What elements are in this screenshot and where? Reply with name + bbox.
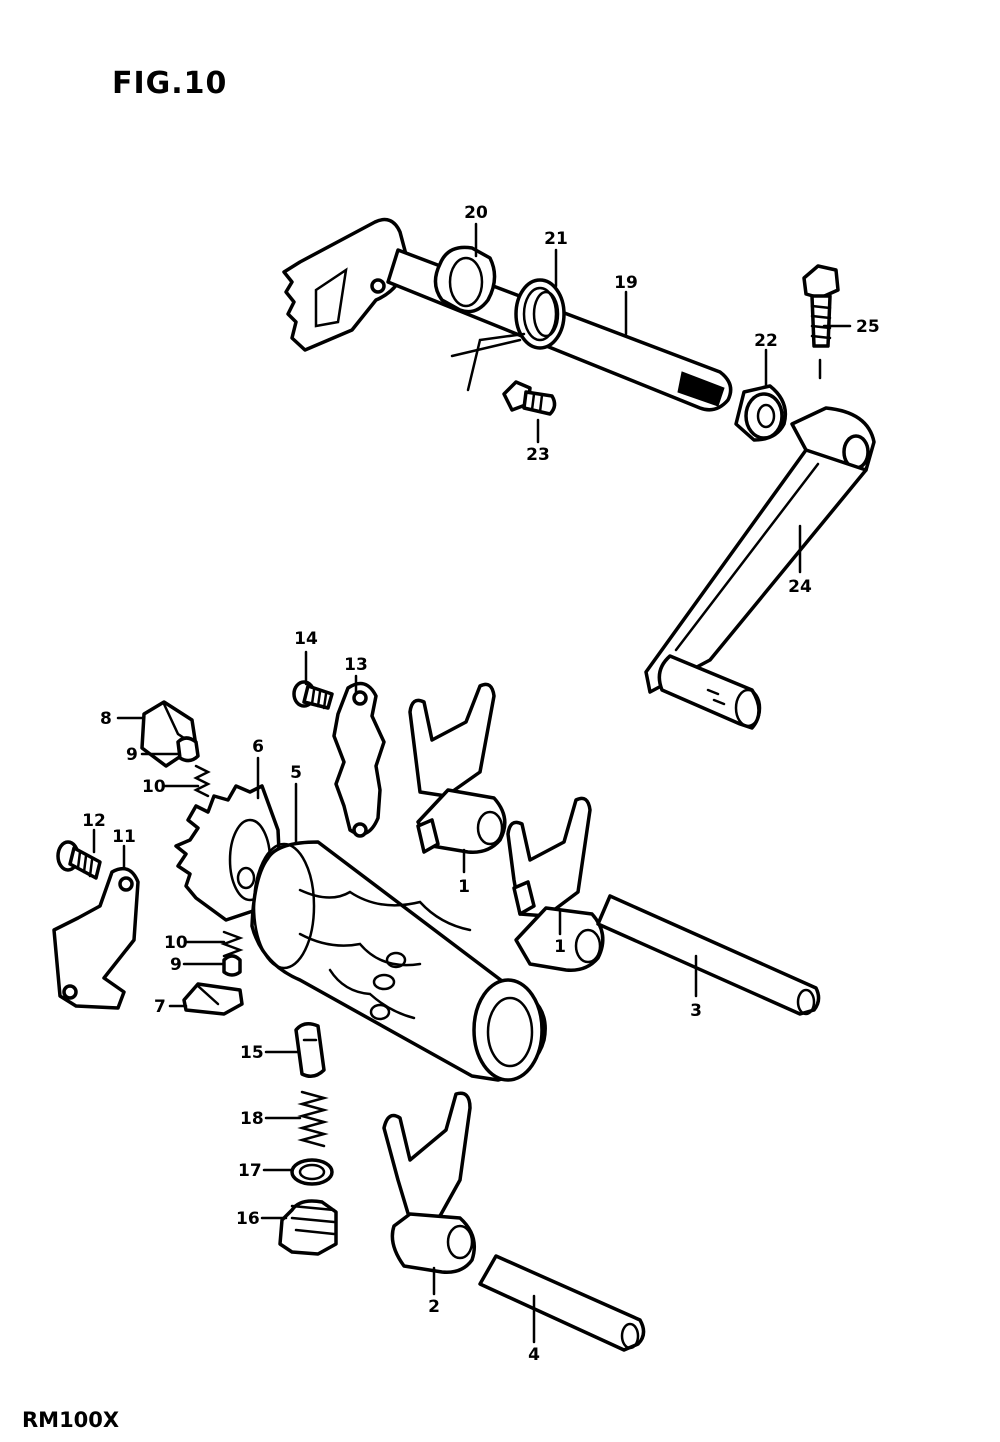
callout-9-lower: 9 bbox=[170, 955, 182, 975]
pawl-lifter-plate bbox=[52, 866, 140, 1010]
model-code: RM100X bbox=[22, 1408, 120, 1432]
stopper-spring bbox=[297, 1090, 329, 1148]
figure-title: FIG.10 bbox=[112, 66, 228, 101]
gearshift-lever-bolt bbox=[802, 264, 840, 348]
callout-16: 16 bbox=[236, 1209, 260, 1229]
callout-10-lower: 10 bbox=[164, 933, 188, 953]
washer-hole bbox=[298, 1163, 326, 1181]
callout-13: 13 bbox=[344, 655, 368, 675]
callout-17: 17 bbox=[238, 1161, 262, 1181]
callout-22: 22 bbox=[754, 331, 778, 351]
callout-3: 3 bbox=[690, 1001, 702, 1021]
callout-21: 21 bbox=[544, 229, 568, 249]
callout-labels: 20 21 19 22 25 23 24 14 13 8 9 10 6 5 12… bbox=[82, 203, 880, 1365]
callout-19: 19 bbox=[614, 273, 638, 293]
return-spring-coil-1 bbox=[522, 286, 558, 342]
callout-11: 11 bbox=[112, 827, 136, 847]
callout-7: 7 bbox=[154, 997, 166, 1017]
gearshift-cam bbox=[250, 840, 547, 1082]
callout-10-upper: 10 bbox=[142, 777, 166, 797]
callout-4: 4 bbox=[528, 1345, 540, 1365]
shaft-spline bbox=[677, 371, 725, 407]
callout-8: 8 bbox=[100, 709, 112, 729]
fork-shaft-short bbox=[478, 1254, 646, 1352]
callout-14: 14 bbox=[294, 629, 318, 649]
stopper-pin bbox=[294, 1022, 326, 1078]
callout-24: 24 bbox=[788, 577, 812, 597]
cam-stopper-plate bbox=[332, 681, 386, 838]
callout-9-upper: 9 bbox=[126, 745, 138, 765]
callout-2: 2 bbox=[428, 1297, 440, 1317]
oil-seal bbox=[734, 384, 788, 442]
upper-pawl-group bbox=[140, 700, 211, 798]
callout-23: 23 bbox=[526, 445, 550, 465]
shift-shaft-arm-plate bbox=[282, 217, 410, 352]
fork-shaft-long bbox=[596, 894, 821, 1016]
return-spring-leg-2 bbox=[450, 338, 522, 358]
gearshift-lever bbox=[644, 406, 876, 730]
gearshift-shaft-assembly bbox=[282, 217, 733, 412]
shift-fork-upper-left bbox=[408, 682, 507, 854]
arm-plate-hole bbox=[370, 278, 386, 294]
lower-pawl-group bbox=[182, 930, 244, 1016]
shift-fork-upper-right bbox=[506, 796, 605, 972]
leader-lines bbox=[92, 222, 852, 1344]
callout-1-upper-right: 1 bbox=[554, 937, 566, 957]
return-spring-coil-2 bbox=[532, 290, 560, 338]
callout-20: 20 bbox=[464, 203, 488, 223]
pawl-lifter-screw bbox=[56, 840, 102, 880]
stopper-plate-screw bbox=[292, 680, 334, 710]
return-spring-leg-1 bbox=[466, 332, 526, 392]
callout-5: 5 bbox=[290, 763, 302, 783]
washer bbox=[290, 1158, 334, 1186]
shift-fork-lower bbox=[382, 1091, 476, 1274]
callout-25: 25 bbox=[856, 317, 880, 337]
stopper-bolt bbox=[502, 380, 557, 416]
stopper-pin-assembly bbox=[278, 1022, 338, 1256]
callout-6: 6 bbox=[252, 737, 264, 757]
callout-12: 12 bbox=[82, 811, 106, 831]
callout-18: 18 bbox=[240, 1109, 264, 1129]
shaft-collar-edge bbox=[448, 256, 484, 308]
callout-15: 15 bbox=[240, 1043, 264, 1063]
arm-plate-window bbox=[314, 267, 348, 328]
plug-bolt-threads bbox=[290, 1204, 336, 1236]
callout-1-upper-left: 1 bbox=[458, 877, 470, 897]
